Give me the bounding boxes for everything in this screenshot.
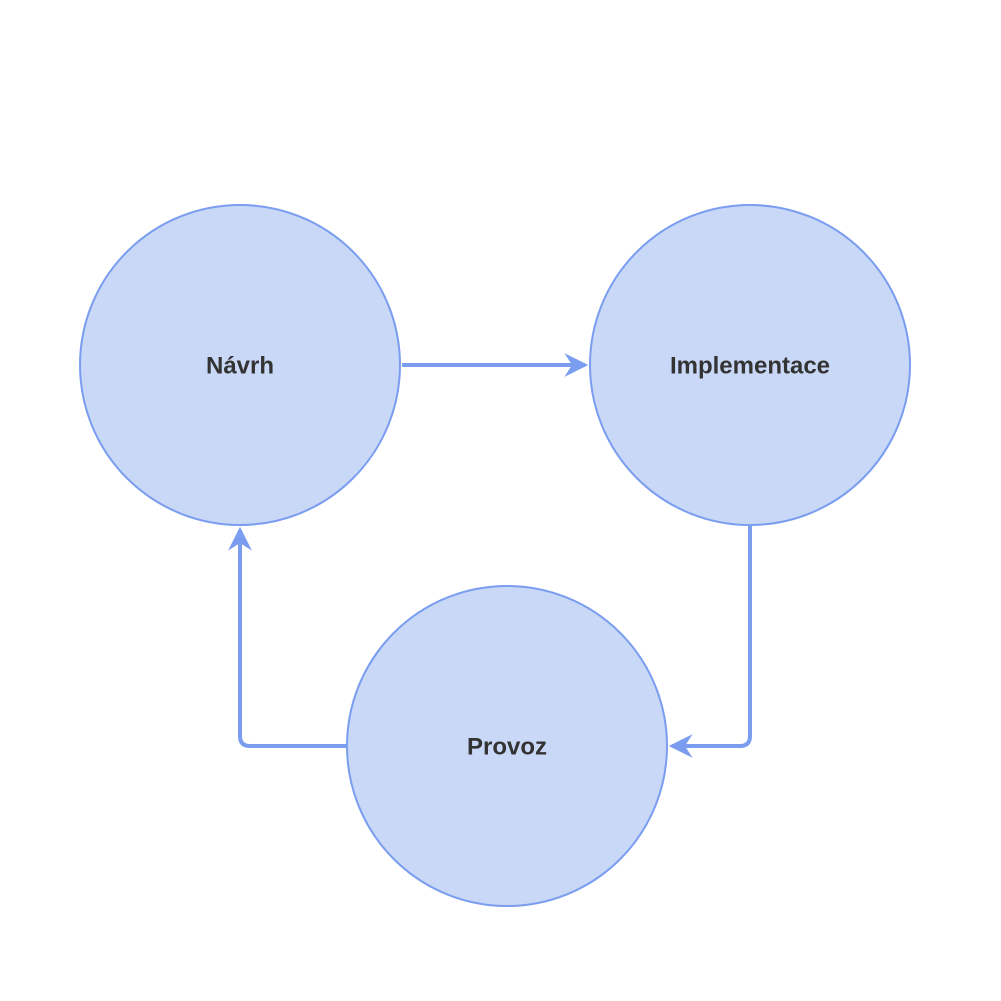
navrh-label: Návrh [206, 353, 274, 380]
node-implementace: Implementace [589, 204, 911, 526]
node-navrh: Návrh [79, 204, 401, 526]
navrh-circle [79, 204, 401, 526]
node-provoz: Provoz [346, 585, 668, 907]
implementace-label: Implementace [670, 353, 830, 380]
implementace-circle [589, 204, 911, 526]
edge-provoz-to-navrh [228, 526, 348, 748]
provoz-circle [346, 585, 668, 907]
edge-implementace-to-provoz [668, 524, 752, 758]
provoz-label: Provoz [467, 734, 547, 761]
